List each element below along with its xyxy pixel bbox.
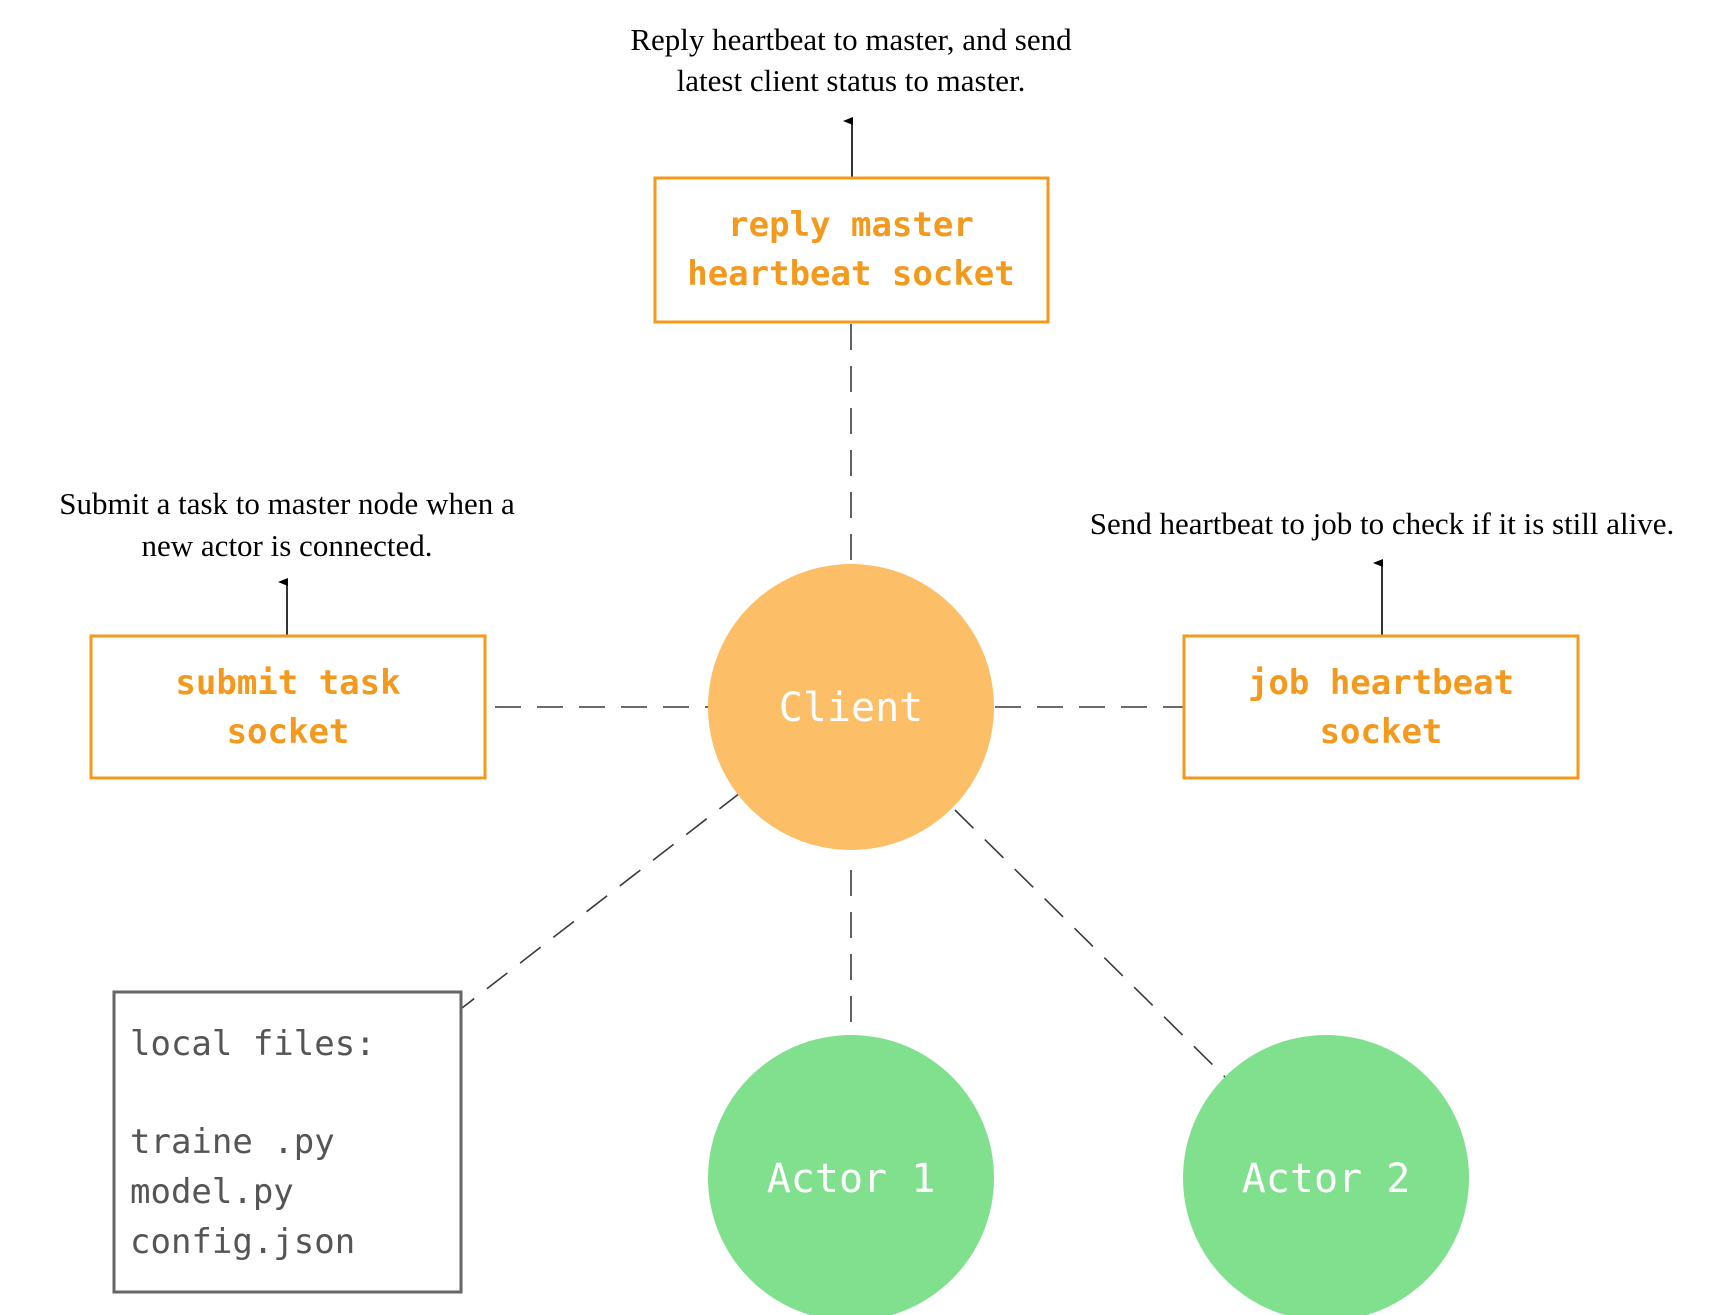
local-file-config: config.json <box>130 1222 355 1262</box>
note-reply-heartbeat-line2: latest client status to master. <box>677 63 1026 98</box>
submit-socket-label-line2: socket <box>227 712 350 752</box>
actor-2-circle <box>1183 1035 1469 1315</box>
job-socket-box <box>1182 634 1580 780</box>
client-node: Client <box>708 564 994 850</box>
job-socket-label-line1: job heartbeat <box>1248 663 1514 703</box>
client-label: Client <box>779 685 924 731</box>
note-job-heartbeat: Send heartbeat to job to check if it is … <box>1090 506 1675 541</box>
actor-1-node: Actor 1 <box>708 1035 994 1315</box>
submit-socket-box <box>89 634 487 780</box>
reply-socket-label-line2: heartbeat socket <box>687 254 1015 294</box>
job-socket-label-line2: socket <box>1320 712 1443 752</box>
reply-socket-box <box>653 176 1050 324</box>
note-submit-task-line2: new actor is connected. <box>142 528 433 563</box>
local-files-frame <box>112 990 463 1294</box>
local-file-model: model.py <box>130 1172 294 1212</box>
note-submit-task-line1: Submit a task to master node when a <box>59 486 515 521</box>
connector-client-actor2 <box>954 809 1229 1081</box>
submit-task-socket: submit task socket <box>89 634 487 780</box>
actor-1-circle <box>708 1035 994 1315</box>
actor-1-label: Actor 1 <box>767 1156 936 1202</box>
reply-master-heartbeat-socket: reply master heartbeat socket <box>653 176 1050 324</box>
local-files-box: local files: traine .py model.py config.… <box>112 990 463 1294</box>
local-files-heading: local files: <box>130 1024 376 1064</box>
note-reply-heartbeat-line1: Reply heartbeat to master, and send <box>630 22 1072 57</box>
actor-2-label: Actor 2 <box>1242 1156 1411 1202</box>
job-heartbeat-socket: job heartbeat socket <box>1182 634 1580 780</box>
reply-socket-label-line1: reply master <box>728 205 974 245</box>
client-circle <box>708 564 994 850</box>
local-file-trainer: traine .py <box>130 1122 335 1162</box>
submit-socket-label-line1: submit task <box>175 663 400 703</box>
actor-2-node: Actor 2 <box>1183 1035 1469 1315</box>
connector-client-local-files <box>461 792 741 1009</box>
